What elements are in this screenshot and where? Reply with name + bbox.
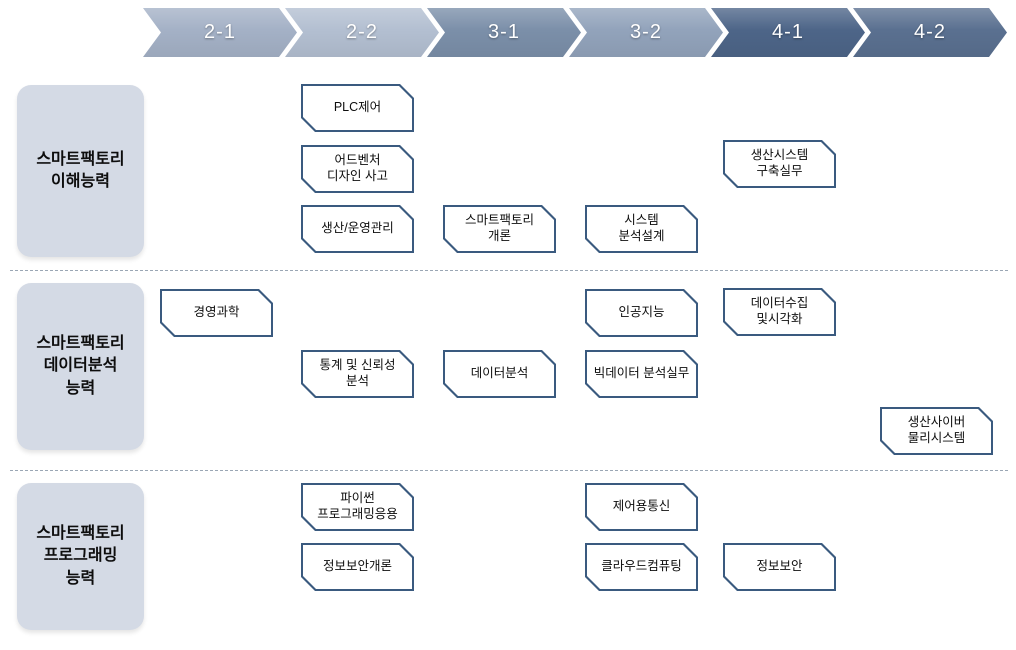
course-box-production-system-implementation: 생산시스템 구축실무 [723,140,836,188]
course-box-management-science: 경영과학 [160,289,273,337]
row-divider [10,470,1008,471]
course-label: 경영과학 [193,305,240,320]
semester-header: 2-1 2-2 3-1 3-2 4-1 4-2 [143,8,1007,57]
semester-chevron-4-1: 4-1 [711,8,865,57]
course-box-information-security-intro: 정보보안개론 [301,543,414,591]
course-label: 스마트팩토리 개론 [464,213,534,243]
course-label: 시스템 분석설계 [618,213,665,243]
course-label: 정보보안 [756,559,803,574]
course-label: 파이썬 프로그래밍응용 [317,491,398,521]
course-box-data-collection-visualization: 데이터수집 및시각화 [723,288,836,336]
competency-row-label-data-analysis: 스마트팩토리 데이터분석 능력 [17,283,144,450]
course-label: 클라우드컴퓨팅 [601,559,682,574]
competency-row-label-understanding: 스마트팩토리 이해능력 [17,85,144,257]
semester-chevron-2-1: 2-1 [143,8,297,57]
semester-chevron-4-2: 4-2 [853,8,1007,57]
course-box-artificial-intelligence: 인공지능 [585,289,698,337]
course-label: 어드벤처 디자인 사고 [327,153,388,183]
course-label: 생산/운영관리 [321,221,394,236]
course-box-data-analysis: 데이터분석 [443,350,556,398]
semester-label: 2-1 [204,21,236,43]
course-box-production-cyber-physical-system: 생산사이버 물리시스템 [880,407,993,455]
course-box-plc-control: PLC제어 [301,84,414,132]
course-label: 생산사이버 물리시스템 [907,415,966,445]
course-box-smart-factory-intro: 스마트팩토리 개론 [443,205,556,253]
course-label: 제어용통신 [612,499,671,514]
course-label: 생산시스템 구축실무 [750,148,809,178]
semester-chevron-2-2: 2-2 [285,8,439,57]
semester-label: 3-2 [630,21,662,43]
course-box-system-analysis-design: 시스템 분석설계 [585,205,698,253]
course-box-control-communication: 제어용통신 [585,483,698,531]
course-label: 인공지능 [618,305,665,320]
course-label: 통계 및 신뢰성 분석 [319,358,396,388]
semester-label: 2-2 [346,21,378,43]
course-box-bigdata-analysis-practice: 빅데이터 분석실무 [585,350,698,398]
semester-label: 4-2 [914,21,946,43]
row-divider [10,270,1008,271]
competency-row-label-programming: 스마트팩토리 프로그래밍 능력 [17,483,144,630]
semester-label: 4-1 [772,21,804,43]
course-label: 정보보안개론 [322,559,392,574]
course-box-python-programming-application: 파이썬 프로그래밍응용 [301,483,414,531]
course-label: 데이터분석 [470,366,529,381]
course-label: PLC제어 [333,100,382,115]
semester-chevron-3-2: 3-2 [569,8,723,57]
semester-label: 3-1 [488,21,520,43]
semester-chevron-3-1: 3-1 [427,8,581,57]
course-box-production-operations-management: 생산/운영관리 [301,205,414,253]
course-box-information-security: 정보보안 [723,543,836,591]
course-label: 빅데이터 분석실무 [593,366,690,381]
course-box-adventure-design-thinking: 어드벤처 디자인 사고 [301,145,414,193]
course-box-cloud-computing: 클라우드컴퓨팅 [585,543,698,591]
course-label: 데이터수집 및시각화 [750,296,809,326]
course-box-statistics-reliability: 통계 및 신뢰성 분석 [301,350,414,398]
